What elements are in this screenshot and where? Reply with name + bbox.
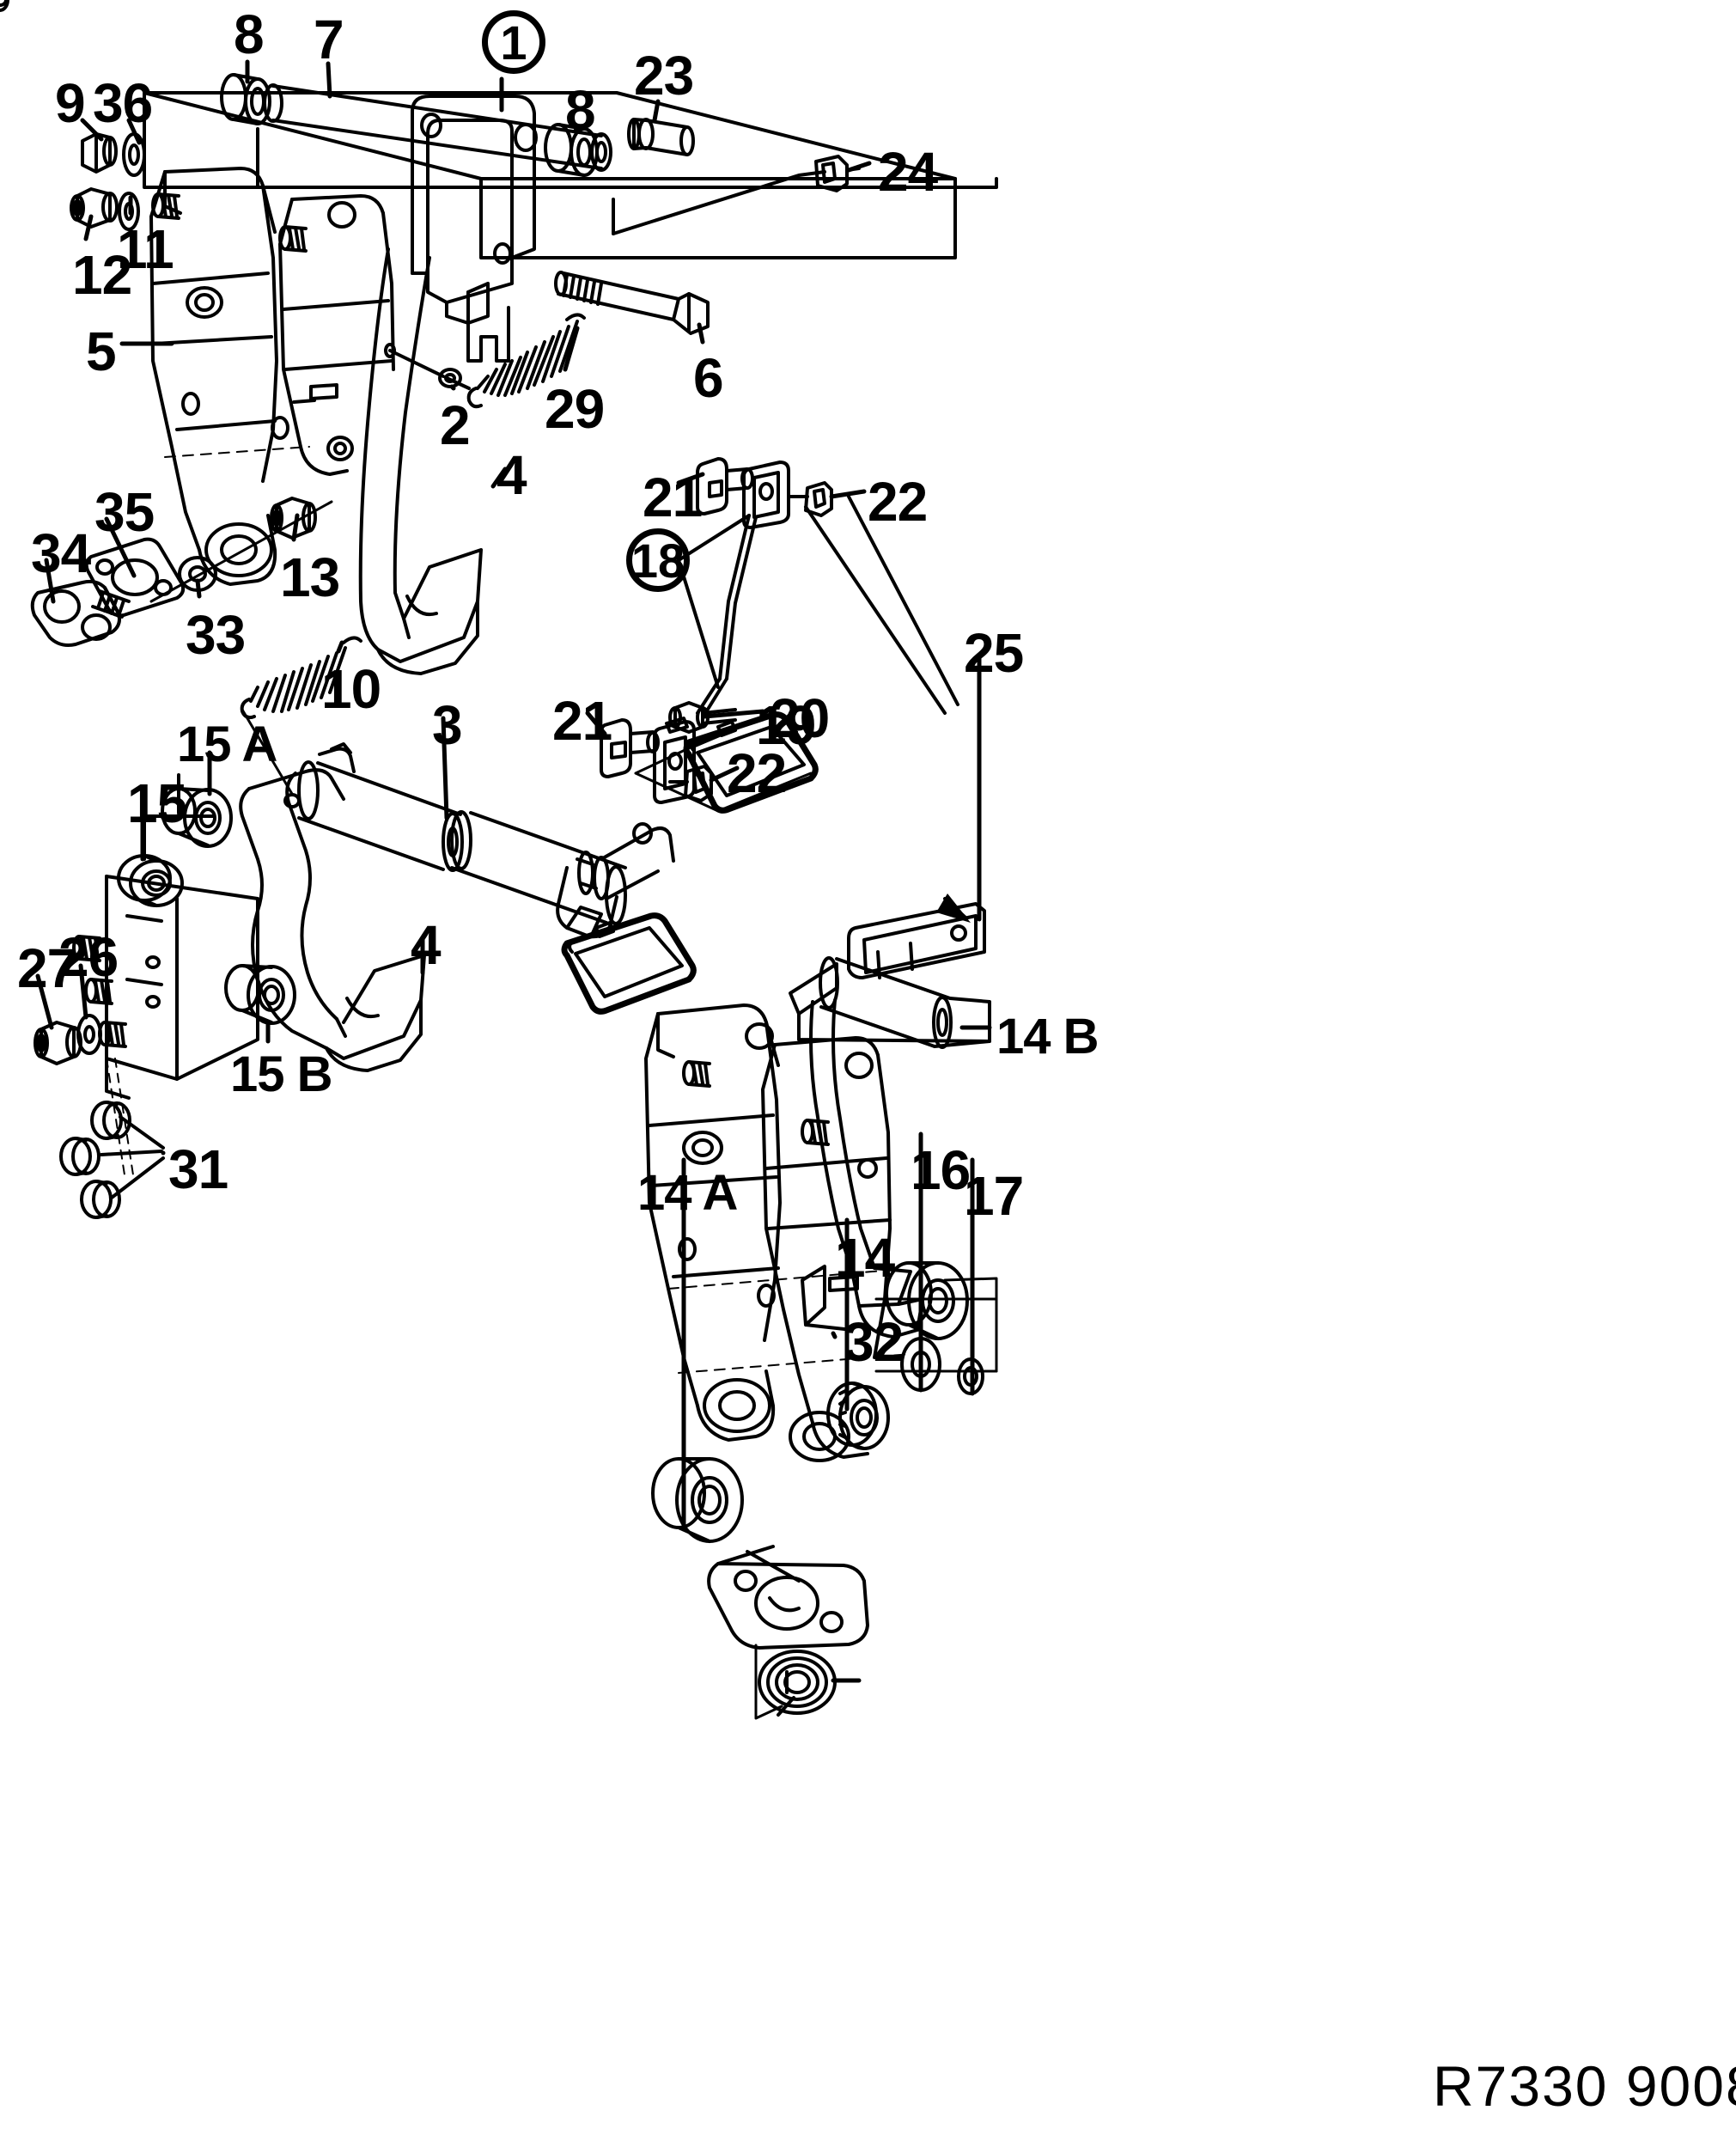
shoulder-bolt-23 bbox=[627, 118, 695, 156]
stud-26b bbox=[84, 978, 113, 1005]
washer-26 bbox=[76, 1014, 102, 1055]
callout-24: 24 bbox=[878, 141, 938, 203]
callout-34: 34 bbox=[31, 522, 91, 584]
callout-21: 21 bbox=[643, 467, 703, 528]
callout-10: 10 bbox=[321, 658, 381, 720]
flange-nut-12 bbox=[70, 187, 119, 229]
callout-14-a: 14 A bbox=[637, 1165, 738, 1221]
rubber-grommet-32 bbox=[758, 1650, 837, 1717]
figure-reference: R7330 90086 bbox=[1433, 2054, 1736, 2118]
callout-22: 22 bbox=[727, 742, 787, 804]
stud-right-a bbox=[682, 1060, 711, 1088]
shaft-clamp-left bbox=[318, 742, 356, 773]
clutch-pedal-bracket-plate bbox=[0, 0, 259, 1100]
spring-clip-22-upper bbox=[789, 481, 833, 517]
callout-22: 22 bbox=[868, 471, 928, 533]
blanking-plug-31c bbox=[80, 1180, 121, 1219]
callout-13: 13 bbox=[280, 546, 340, 608]
brake-pedal-arm-5b bbox=[271, 194, 395, 476]
flange-nut-27 bbox=[34, 1021, 82, 1065]
callout-7: 7 bbox=[314, 9, 344, 70]
callout-36: 36 bbox=[93, 72, 153, 134]
flanged-bush-8-left bbox=[220, 73, 271, 125]
stud-26c bbox=[72, 935, 101, 962]
callout-21: 21 bbox=[552, 690, 612, 752]
callout-26: 26 bbox=[58, 926, 119, 988]
callout-35: 35 bbox=[94, 481, 155, 543]
washer-36 bbox=[122, 132, 146, 177]
clutch-pedal-bush-15B bbox=[224, 964, 296, 1025]
hex-bolt-6 bbox=[554, 271, 710, 335]
spring-anchor-pin-2 bbox=[384, 343, 462, 388]
callout-19: 19 bbox=[756, 694, 816, 756]
cross-shaft-3 bbox=[297, 760, 675, 939]
callout-20: 20 bbox=[770, 687, 830, 749]
callout-14: 14 bbox=[835, 1227, 895, 1289]
callout-23: 23 bbox=[634, 45, 694, 107]
callout-33: 33 bbox=[186, 604, 246, 666]
callout-1: 1 bbox=[482, 10, 545, 74]
clutch-pedal-arm bbox=[239, 768, 426, 1072]
callout-11: 11 bbox=[117, 218, 174, 280]
callout-9: 9 bbox=[55, 72, 86, 134]
callout-25: 25 bbox=[964, 622, 1024, 684]
callout-2: 2 bbox=[440, 394, 471, 456]
pedal-bush-14A bbox=[651, 1457, 744, 1543]
callout-15-a: 15 A bbox=[177, 717, 277, 772]
callout-15-b: 15 B bbox=[230, 1046, 333, 1102]
stud-26a bbox=[98, 1021, 127, 1048]
callout-8: 8 bbox=[234, 3, 265, 65]
callout-6: 6 bbox=[693, 347, 724, 409]
callout-32: 32 bbox=[844, 1311, 904, 1373]
return-spring-10 bbox=[240, 636, 362, 796]
callout-4: 4 bbox=[411, 914, 442, 976]
push-rod-18 bbox=[696, 514, 758, 717]
brake-pedal-lever bbox=[358, 247, 483, 675]
stud-right-b bbox=[801, 1119, 830, 1146]
stud-34 bbox=[91, 589, 131, 619]
pedal-bush-14 bbox=[826, 1382, 890, 1450]
brake-pedal-arm-5 bbox=[149, 167, 278, 586]
callout-3: 3 bbox=[432, 694, 463, 756]
pedal-rubber-pad-4-lower bbox=[561, 912, 697, 1015]
pivot-block-34 bbox=[30, 579, 121, 647]
callout-12: 12 bbox=[72, 244, 132, 306]
callout-18: 18 bbox=[626, 528, 690, 592]
callout-27: 27 bbox=[17, 937, 77, 999]
spring-clip-22-lower bbox=[668, 765, 713, 802]
callout-14-b: 14 B bbox=[996, 1009, 1099, 1064]
blanking-plug-31b bbox=[59, 1137, 101, 1176]
callout-17: 17 bbox=[964, 1165, 1024, 1227]
callout-8: 8 bbox=[565, 79, 596, 141]
pedal-box-bracket-a bbox=[644, 1003, 782, 1442]
right-lever-arm bbox=[801, 998, 924, 1339]
callout-29: 29 bbox=[545, 378, 605, 440]
mounting-plate-upper bbox=[143, 91, 998, 259]
cross-tube-right bbox=[789, 956, 991, 1049]
callout-31: 31 bbox=[168, 1138, 228, 1200]
blanking-plug-31a bbox=[90, 1101, 131, 1140]
callout-5: 5 bbox=[86, 320, 117, 382]
leader-lines bbox=[35, 59, 992, 1532]
brake-pedal-bracket-1 bbox=[411, 95, 538, 363]
callout-4: 4 bbox=[496, 444, 527, 506]
clevis-pin-21-upper bbox=[696, 457, 754, 515]
callout-15: 15 bbox=[127, 772, 187, 834]
callout-16: 16 bbox=[911, 1139, 971, 1201]
pedal-box-foot bbox=[707, 1545, 869, 1650]
